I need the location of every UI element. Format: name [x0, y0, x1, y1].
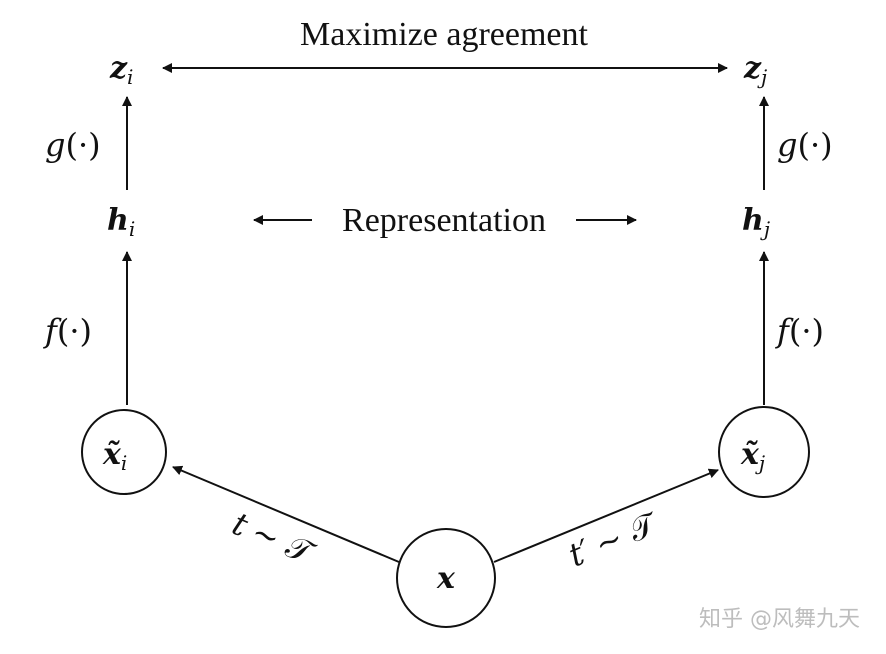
node-x-tilde-i: x̃i	[81, 409, 167, 495]
node-x-tilde-j: x̃j	[718, 406, 810, 498]
svg-text:zi: zi	[109, 51, 133, 89]
title-maximize-agreement: Maximize agreement	[300, 16, 588, 53]
node-x: x	[396, 528, 496, 628]
svg-text:x: x	[436, 561, 456, 596]
label-g-left: g(·)	[45, 126, 101, 164]
svg-text:hj: hj	[742, 203, 770, 241]
label-representation: Representation	[342, 202, 546, 239]
arrow-transform-right	[493, 468, 719, 563]
node-h-j: hj	[742, 203, 770, 241]
node-z-i: zi	[109, 51, 133, 89]
label-f-right: f(·)	[775, 312, 824, 350]
node-h-i: hi	[107, 203, 135, 241]
svg-text:hi: hi	[107, 203, 135, 241]
svg-text:x̃j: x̃j	[740, 437, 765, 475]
svg-text:zj: zj	[743, 51, 767, 89]
node-z-j: zj	[743, 51, 767, 89]
label-g-right: g(·)	[777, 126, 833, 164]
svg-text:t∼ 𝒯: t∼ 𝒯	[227, 504, 322, 573]
arrow-transform-left	[172, 465, 400, 563]
label-transform-right: t′∼ 𝒯	[563, 504, 664, 575]
label-f-left: f(·)	[43, 312, 92, 350]
svg-text:t′∼ 𝒯: t′∼ 𝒯	[563, 504, 664, 575]
label-transform-left: t∼ 𝒯	[227, 504, 322, 573]
watermark-text: 知乎 @风舞九天	[699, 607, 860, 632]
svg-text:x̃i: x̃i	[102, 437, 127, 475]
